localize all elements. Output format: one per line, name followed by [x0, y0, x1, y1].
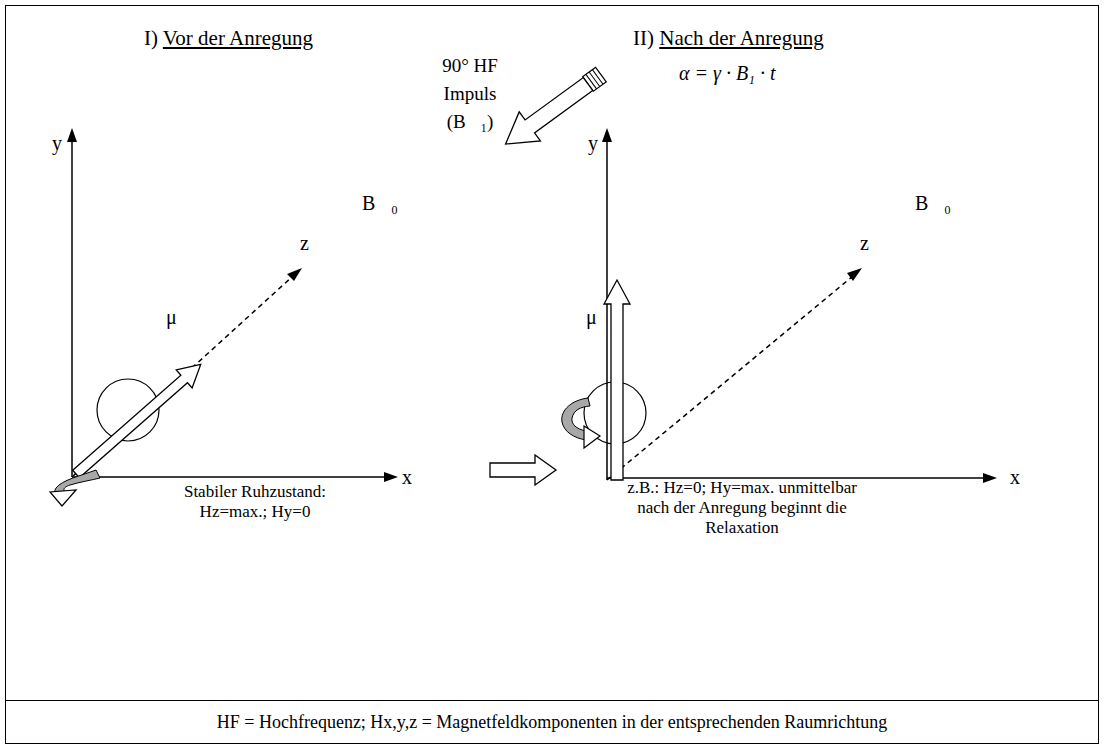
label: B⃗₀: [915, 192, 951, 214]
label: α = γ · B₁ · t: [679, 62, 776, 84]
label: x: [1010, 466, 1020, 488]
label: B⃗₀: [362, 192, 398, 214]
moment-arrow: [68, 355, 209, 483]
label: z: [860, 232, 869, 254]
panel-heading: I) Vor der Anregung: [144, 27, 313, 49]
footnote-band: HF = Hochfrequenz; Hx,y,z = Magnetfeldko…: [5, 700, 1099, 744]
heading-number: II): [633, 26, 659, 50]
label: Stabiler Ruhzustand: Hz=max.; Hy=0: [160, 482, 350, 522]
heading-number: I): [144, 26, 163, 50]
label: y: [588, 132, 598, 154]
transition-arrow: [490, 455, 556, 485]
label: μ⃗: [166, 306, 192, 328]
label: z.B.: Hz=0; Hy=max. unmittelbar nach der…: [622, 478, 862, 538]
label: 90° HF Impuls (B⃗₁): [430, 52, 510, 136]
heading-text: Nach der Anregung: [659, 26, 823, 50]
label: x: [402, 466, 412, 488]
panel-heading: II) Nach der Anregung: [633, 27, 824, 49]
footnote-text: HF = Hochfrequenz; Hx,y,z = Magnetfeldko…: [217, 711, 887, 733]
label: y: [52, 132, 62, 154]
label: z: [300, 232, 309, 254]
heading-text: Vor der Anregung: [163, 26, 313, 50]
rf-pulse-arrow: [495, 60, 612, 159]
rotation-arrow: [50, 470, 100, 506]
axes-right: [602, 128, 997, 483]
outer-frame: [6, 6, 1099, 744]
label: μ⃗: [586, 306, 612, 328]
rotation-arrow: [562, 398, 600, 448]
axes-left: [67, 128, 398, 482]
